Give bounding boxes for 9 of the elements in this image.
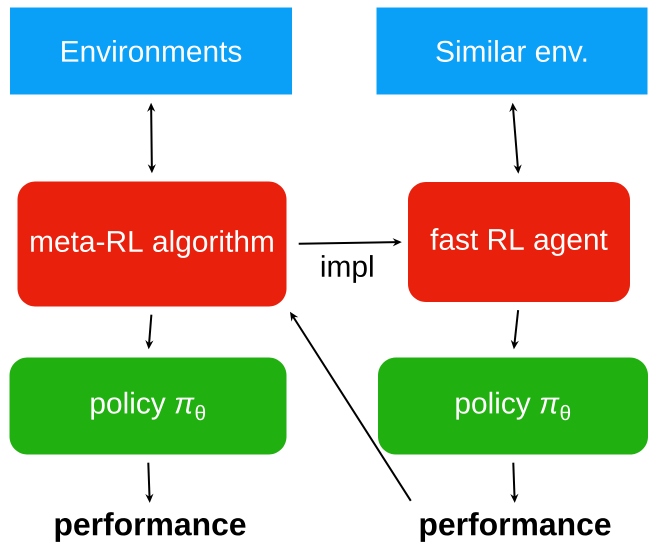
performance-text: performance <box>56 512 246 542</box>
policy-box: policy π$_{θ}$ <box>10 358 286 454</box>
edge-label: impl <box>322 255 373 283</box>
algorithm-box: fast RL agent <box>408 182 630 302</box>
environment-box: Similar env. <box>376 8 648 94</box>
performance-text: performance <box>420 512 610 542</box>
policy-box: policy π$_{θ}$ <box>378 358 648 454</box>
environment-box: Environments <box>10 8 292 94</box>
algorithm-box: meta-RL algorithm <box>18 182 286 306</box>
